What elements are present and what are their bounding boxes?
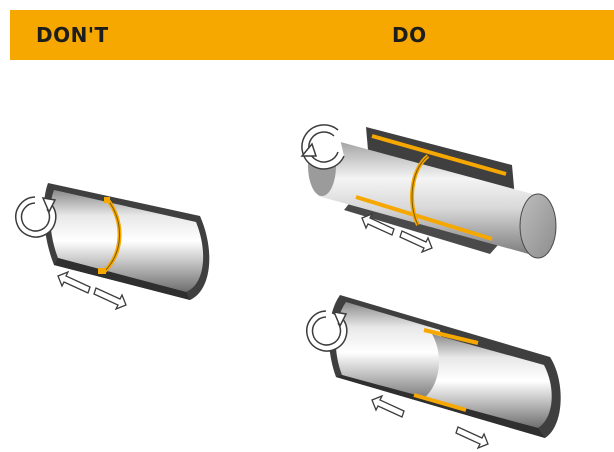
do-top-shell-edge-upper: [371, 134, 507, 176]
dont-rotation-arrow-icon: [15, 196, 57, 238]
do-bottom-shell-edge-lower: [413, 393, 467, 412]
do-bottom-shell-edge-upper: [423, 328, 479, 345]
dont-half-shell: [43, 183, 210, 300]
header-bar: DON'T DO: [10, 10, 614, 60]
do-label: DO: [392, 23, 427, 47]
dont-label: DON'T: [36, 23, 109, 47]
do-top-assembly: [308, 127, 557, 259]
dont-push-pull-arrows-icon: [57, 270, 127, 311]
do-bottom-rotation-arrow-icon: [306, 310, 348, 352]
do-bottom-half-shells: [328, 295, 561, 438]
do-bottom-push-pull-arrows-icon: [371, 394, 489, 450]
do-top-rotation-arrow-icon: [300, 124, 345, 170]
do-top-shell-edge-lower: [355, 195, 493, 241]
do-top-push-pull-arrows-icon: [361, 212, 433, 254]
